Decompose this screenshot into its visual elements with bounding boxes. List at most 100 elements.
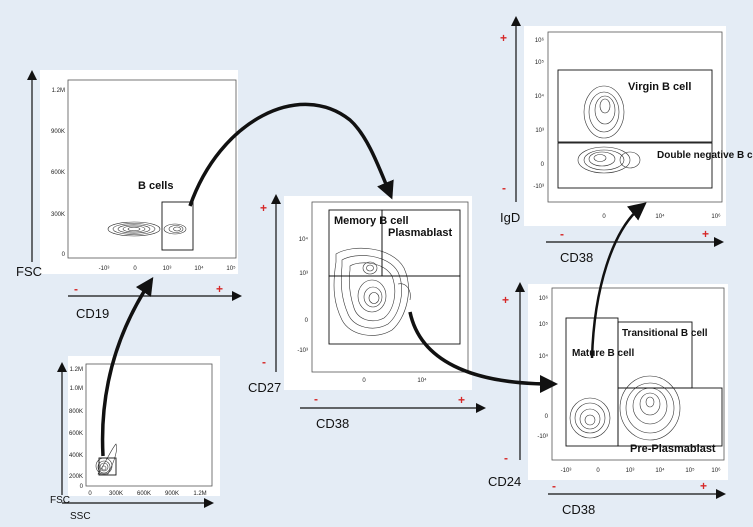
cd24-x-tick: 0 bbox=[596, 468, 600, 474]
cd19-x-tick: 10³ bbox=[163, 266, 172, 272]
cd19-y-tick: 0 bbox=[62, 252, 66, 258]
cd24-plot-background bbox=[528, 284, 728, 480]
cd24-panel: 10⁶ 10⁵ 10⁴ 10³ 0 -10³ -10³ 0 10³ 10⁴ 10… bbox=[488, 282, 728, 517]
cd24-y-plus: + bbox=[502, 293, 509, 307]
ssc-x-tick: 900K bbox=[165, 491, 179, 497]
cd27-plot-frame bbox=[311, 201, 469, 373]
cd19-y-tick: 300K bbox=[51, 212, 65, 218]
cd24-x-plus: + bbox=[700, 479, 707, 493]
cd19-x-tick: 10⁵ bbox=[226, 265, 236, 272]
cd19-x-axis-label: CD19 bbox=[76, 306, 109, 321]
igd-panel: 10⁶ 10⁵ 10⁴ 10³ 0 -10³ 0 10⁴ 10⁶ Virgin … bbox=[500, 16, 753, 265]
cd24-y-tick: 10⁶ bbox=[539, 295, 549, 302]
cd27-memory-gate-label-text: Memory B cell bbox=[334, 215, 409, 227]
ssc-y-tick: 400K bbox=[69, 453, 83, 459]
cd27-x-plus: + bbox=[458, 393, 465, 407]
cd19-x-tick: 10⁴ bbox=[194, 265, 204, 272]
ssc-y-tick: 800K bbox=[69, 409, 83, 415]
cd24-y-tick: 10⁵ bbox=[539, 321, 549, 328]
cd19-contour bbox=[107, 221, 187, 237]
igd-x-minus: - bbox=[560, 227, 564, 241]
cd19-y-axis-label: FSC bbox=[16, 264, 42, 279]
igd-plot-frame bbox=[547, 31, 723, 203]
cd19-plus: + bbox=[216, 282, 223, 296]
cd24-x-tick: -10³ bbox=[561, 468, 572, 474]
igd-x-ticks: 0 10⁴ 10⁶ bbox=[602, 213, 721, 220]
igd-double-negative-gate-label: Double negative B cell bbox=[657, 150, 753, 161]
cd27-y-tick: 10⁴ bbox=[299, 236, 309, 243]
cd24-x-tick: 10⁴ bbox=[655, 467, 665, 474]
cd27-y-tick: -10³ bbox=[297, 348, 308, 354]
cd27-x-ticks: 0 10⁴ bbox=[362, 377, 427, 384]
cd19-x-tick: 0 bbox=[133, 266, 137, 272]
cd24-y-tick: 10⁴ bbox=[539, 353, 549, 360]
igd-x-plus: + bbox=[702, 227, 709, 241]
ssc-y-tick: 0 bbox=[80, 484, 84, 490]
cd19-gate-label: B cells bbox=[138, 180, 173, 192]
igd-x-tick: 0 bbox=[602, 214, 606, 220]
ssc-panel: 1.2M 1.0M 800K 600K 400K 200K 0 0 300K 6… bbox=[50, 356, 220, 522]
cd27-y-plus: + bbox=[260, 201, 267, 215]
ssc-x-tick: 600K bbox=[137, 491, 151, 497]
igd-x-axis-label: CD38 bbox=[560, 250, 593, 265]
ssc-plot-frame bbox=[85, 363, 213, 487]
cd24-preplasmablast-gate-label: Pre-Plasmablast bbox=[630, 443, 716, 455]
igd-y-tick: 10⁶ bbox=[535, 37, 545, 44]
igd-y-tick: 10⁴ bbox=[535, 93, 545, 100]
cd19-panel: 1.2M 900K 600K 300K 0 -10³ 0 10³ 10⁴ 10⁵… bbox=[16, 70, 242, 321]
cd27-x-tick: 10⁴ bbox=[417, 377, 427, 384]
cd27-y-tick: 10³ bbox=[299, 271, 308, 277]
igd-y-tick: 10³ bbox=[535, 128, 544, 134]
cd27-y-ticks: 10⁴ 10³ 0 -10³ bbox=[297, 236, 308, 354]
cd19-y-tick: 1.2M bbox=[52, 88, 65, 94]
igd-y-tick: -10³ bbox=[533, 184, 544, 190]
igd-virgin-gate bbox=[557, 69, 713, 143]
ssc-y-ticks: 1.2M 1.0M 800K 600K 400K 200K 0 bbox=[69, 367, 84, 490]
cd27-lower-gate bbox=[328, 275, 461, 345]
cd19-plot-background bbox=[40, 70, 238, 274]
igd-y-plus: + bbox=[500, 31, 507, 45]
igd-y-tick: 0 bbox=[541, 162, 545, 168]
cd27-x-minus: - bbox=[314, 392, 318, 406]
cd24-transitional-gate-label: Transitional B cell bbox=[622, 328, 708, 339]
igd-x-tick: 10⁶ bbox=[711, 213, 721, 220]
cd27-y-tick: 0 bbox=[305, 318, 309, 324]
cd19-plot-frame bbox=[67, 79, 237, 259]
cd27-plasmablast-gate-label: Plasmablast bbox=[388, 227, 453, 239]
ssc-x-tick: 1.2M bbox=[193, 491, 206, 497]
igd-contour bbox=[577, 85, 641, 174]
cd27-x-axis-label: CD38 bbox=[316, 416, 349, 431]
cd24-y-minus: - bbox=[504, 451, 508, 465]
arrow-ssc-to-cd19 bbox=[100, 276, 154, 457]
cd19-x-ticks: -10³ 0 10³ 10⁴ 10⁵ bbox=[99, 265, 236, 272]
igd-y-ticks: 10⁶ 10⁵ 10⁴ 10³ 0 -10³ bbox=[533, 37, 544, 190]
igd-plot-background bbox=[524, 26, 726, 226]
cd24-x-tick: 10³ bbox=[626, 468, 635, 474]
arrow-cd19-to-cd27 bbox=[188, 102, 394, 207]
cd19-y-ticks: 1.2M 900K 600K 300K 0 bbox=[51, 88, 66, 258]
cd24-x-minus: - bbox=[552, 479, 556, 493]
cd24-mature-gate-label: Mature B cell bbox=[572, 348, 634, 359]
ssc-x-ticks: 0 300K 600K 900K 1.2M bbox=[88, 491, 206, 497]
ssc-x-tick: 0 bbox=[88, 491, 92, 497]
ssc-y-tick: 600K bbox=[69, 431, 83, 437]
cd19-y-tick: 900K bbox=[51, 129, 65, 135]
igd-virgin-gate-label: Virgin B cell bbox=[628, 81, 691, 93]
igd-y-axis-label: IgD bbox=[500, 210, 520, 225]
ssc-lymphocyte-gate bbox=[98, 457, 117, 476]
ssc-y-tick: 1.0M bbox=[70, 386, 83, 392]
ssc-x-axis-label: SSC bbox=[70, 511, 91, 522]
cd24-y-axis-label: CD24 bbox=[488, 474, 521, 489]
ssc-y-tick: 1.2M bbox=[70, 367, 83, 373]
cd19-x-tick: -10³ bbox=[99, 266, 110, 272]
igd-y-tick: 10⁵ bbox=[535, 59, 545, 66]
flow-arrows bbox=[100, 102, 647, 457]
cd27-x-tick: 0 bbox=[362, 378, 366, 384]
igd-x-tick: 10⁴ bbox=[655, 213, 665, 220]
cd24-preplasmablast-gate bbox=[617, 387, 723, 447]
cd24-x-tick: 10⁶ bbox=[711, 467, 721, 474]
cd19-y-tick: 600K bbox=[51, 170, 65, 176]
arrow-cd24-to-igd bbox=[590, 202, 647, 359]
arrow-cd27-to-cd24 bbox=[408, 311, 558, 393]
